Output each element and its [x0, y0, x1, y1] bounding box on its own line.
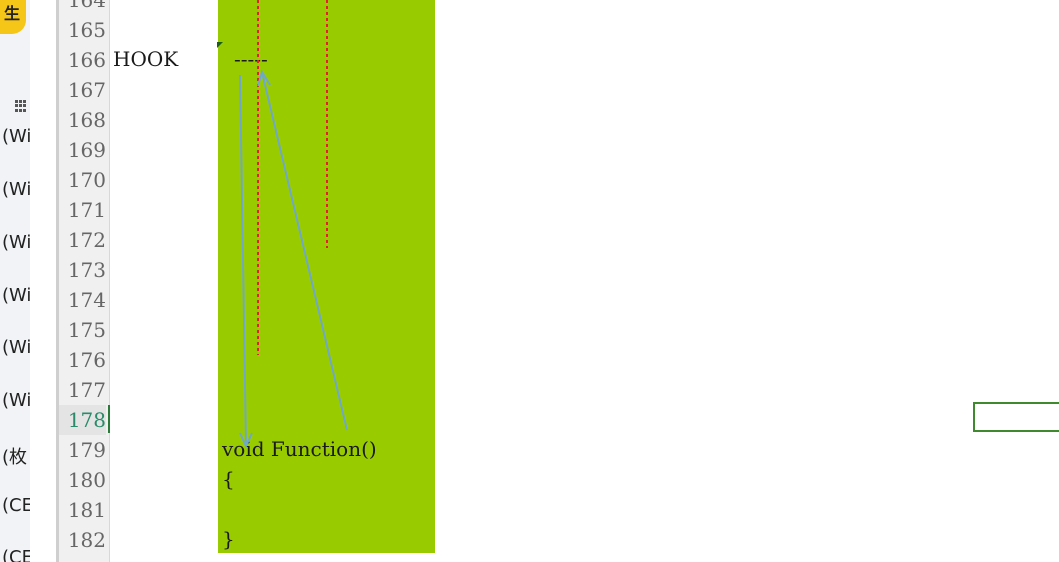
sidebar-item-8[interactable]: (CE	[2, 495, 30, 516]
sidebar-item-4[interactable]: (Wi	[2, 285, 30, 306]
line-number: 167	[67, 78, 106, 102]
sidebar-item-5[interactable]: (Wi	[2, 337, 30, 358]
sidebar-item-1[interactable]: (Wi	[2, 126, 30, 147]
sidebar-item-7[interactable]: (枚	[2, 447, 28, 468]
line-number: 175	[67, 318, 106, 342]
line-number: 182	[67, 528, 106, 552]
line-number: 171	[67, 198, 106, 222]
open-brace: {	[222, 467, 235, 491]
corner-mark-icon	[217, 42, 223, 48]
cell-selection-box[interactable]	[973, 402, 1059, 432]
line-number: 181	[67, 498, 106, 522]
line-number: 177	[67, 378, 106, 402]
left-sidebar: 生 (Wi (Wi (Wi (Wi (Wi (Wi (枚 (CE (CE	[0, 0, 30, 562]
arrow-down-to-function	[239, 74, 247, 446]
hook-label: HOOK	[113, 47, 179, 71]
line-number: 165	[67, 18, 106, 42]
close-brace: }	[222, 527, 235, 551]
line-number-active: 178	[59, 405, 106, 435]
grid-icon[interactable]	[15, 100, 27, 112]
line-number: 168	[67, 108, 106, 132]
line-number: 180	[67, 468, 106, 492]
arrow-up-to-hook	[261, 71, 348, 431]
arrow-up-head-icon	[257, 69, 271, 87]
line-number: 166	[67, 48, 106, 72]
line-number: 174	[67, 288, 106, 312]
line-number-gutter: 164 165 166 167 168 169 170 171 172 173 …	[56, 0, 110, 562]
arrow-down-head-icon	[239, 432, 253, 449]
line-number: 170	[67, 168, 106, 192]
app-logo-glyph: 生	[4, 4, 21, 23]
sidebar-item-3[interactable]: (Wi	[2, 232, 30, 253]
line-number: 172	[67, 228, 106, 252]
line-number: 173	[67, 258, 106, 282]
app-logo[interactable]: 生	[0, 0, 26, 34]
sidebar-item-6[interactable]: (Wi	[2, 390, 30, 411]
line-number: 179	[67, 438, 106, 462]
function-signature: void Function()	[222, 437, 377, 461]
dash-marker: -----	[234, 47, 268, 71]
sidebar-item-9[interactable]: (CE	[2, 547, 30, 562]
sidebar-item-2[interactable]: (Wi	[2, 179, 30, 200]
active-line-marker	[108, 405, 110, 433]
line-number: 164	[67, 0, 106, 12]
line-number: 176	[67, 348, 106, 372]
line-number: 169	[67, 138, 106, 162]
sidebar-gap	[30, 0, 56, 562]
